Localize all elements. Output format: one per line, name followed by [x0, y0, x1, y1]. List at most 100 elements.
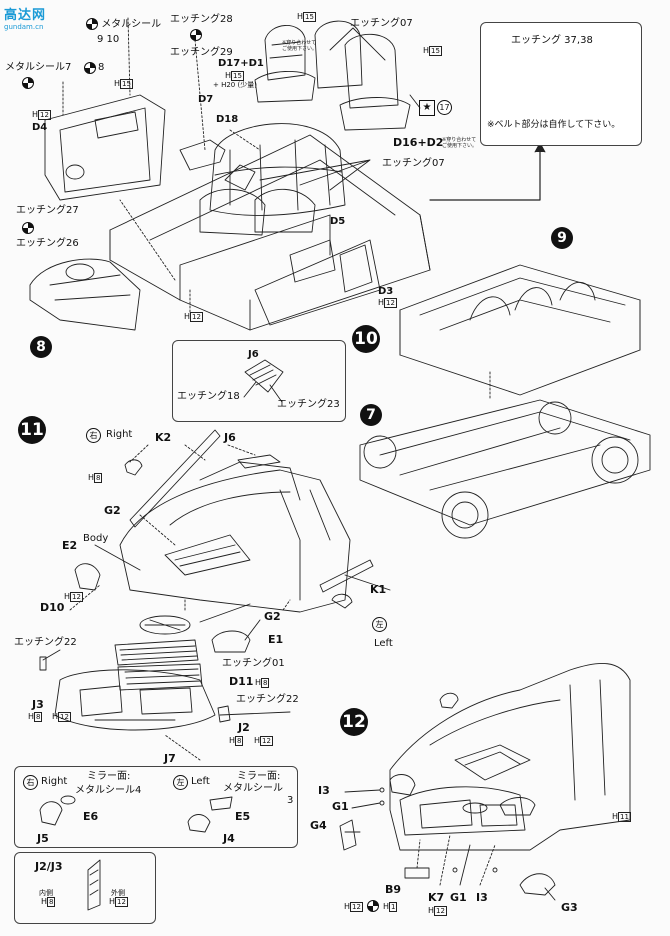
step-11-badge: 11 [18, 416, 46, 444]
watermark-url: gundam.cn [4, 23, 44, 31]
h8-number: 8 [235, 736, 244, 746]
h12-number: 12 [58, 712, 71, 722]
part-g3: G3 [561, 901, 578, 914]
glue-note-2: ※穿り合わせて ご使用下さい。 [442, 137, 478, 149]
etching-27-label: エッチング27 [16, 205, 79, 216]
etching-07-label-b: エッチング07 [382, 158, 445, 169]
glue-note-1: ※穿り合わせて ご使用下さい。 [282, 40, 318, 52]
h12-number: 12 [115, 897, 128, 907]
mirror-face-label-l: ミラー面: [237, 771, 281, 782]
checker-icon [367, 900, 379, 912]
belt-diy-note: ※ベルト部分は自作して下さい。 [487, 120, 621, 130]
star-icon: ★ [419, 100, 435, 116]
checker-icon [22, 222, 34, 234]
part-j2: J2 [238, 721, 250, 734]
step-10-badge: 10 [352, 325, 380, 353]
tub-on-chassis-drawing [359, 264, 651, 539]
belt-inset-panel: エッチング 37,38 ※ベルト部分は自作して下さい。 [480, 22, 642, 146]
etching-01-label: エッチング01 [222, 658, 285, 669]
h15-number: 15 [303, 12, 316, 22]
site-watermark: 高达网 gundam.cn [4, 4, 46, 31]
metal-seal-7-label: メタルシール7 [5, 62, 72, 73]
etching-37-38-label: エッチング 37,38 [511, 35, 593, 46]
part-j7: J7 [164, 752, 176, 765]
part-j6: J6 [224, 431, 236, 444]
step-9-badge: 9 [551, 227, 573, 249]
part-d16-d2: D16+D2 [393, 136, 444, 149]
left-label: Left [191, 776, 210, 787]
part-d3: D3 [378, 286, 394, 297]
step-8-badge: 8 [30, 336, 52, 358]
checker-icon [84, 62, 96, 74]
step-17-ref: 17 [437, 100, 452, 115]
j2-j3-title: J2/J3 [35, 860, 63, 873]
etching-26-label: エッチング26 [16, 238, 79, 249]
part-e2: E2 [62, 539, 78, 552]
h15-number: 15 [429, 46, 442, 56]
h12-number: 12 [190, 312, 203, 322]
mirror-inset-drawing [39, 795, 233, 833]
etching-18-label: エッチング18 [177, 391, 240, 402]
right-label: Right [41, 776, 68, 787]
part-d10: D10 [40, 601, 65, 614]
h8-number: 8 [261, 678, 270, 688]
h15-number: 15 [120, 79, 133, 89]
etching-22-label-a: エッチング22 [14, 637, 77, 648]
outer-side-label: 外側 [111, 889, 125, 897]
h8-number: 8 [34, 712, 43, 722]
metal-seal-9-10-label: メタルシール [86, 18, 161, 31]
h12-number: 12 [70, 592, 83, 602]
checker-icon [190, 29, 202, 41]
part-e5: E5 [235, 810, 251, 823]
part-d18: D18 [216, 114, 239, 125]
etching-28-label: エッチング28 [170, 14, 233, 25]
h20-code: + H20 (少量) [213, 81, 257, 89]
part-e6: E6 [83, 810, 99, 823]
part-k1: K1 [370, 583, 387, 596]
part-e1: E1 [268, 633, 284, 646]
h12-number: 12 [38, 110, 51, 120]
j6-etching-inset: J6 エッチング18 エッチング23 [172, 340, 346, 422]
part-d5: D5 [330, 216, 346, 227]
inner-side-label: 内側 [39, 889, 53, 897]
checker-icon [22, 77, 34, 89]
part-g1-a: G1 [332, 800, 349, 813]
part-i3-b: I3 [476, 891, 488, 904]
finished-front-drawing [339, 663, 631, 901]
right-label: Right [106, 429, 133, 440]
body-label: Body [83, 533, 109, 544]
metal-seal-3-num: 3 [287, 795, 294, 806]
h12-number: 12 [434, 906, 447, 916]
etching-23-label: エッチング23 [277, 399, 340, 410]
metal-seal-8-num: 8 [98, 62, 105, 73]
h12-number: 12 [350, 902, 363, 912]
part-g2-a: G2 [104, 504, 121, 517]
etching-29-label: エッチング29 [170, 47, 233, 58]
left-label: Left [374, 638, 393, 649]
part-i3-a: I3 [318, 784, 330, 797]
metal-seal-text: メタルシール [101, 19, 162, 30]
part-k2: K2 [155, 431, 172, 444]
left-side-icon: 左 [372, 617, 387, 632]
etching-07-label-a: エッチング07 [350, 18, 413, 29]
part-d17-d1: D17+D1 [218, 58, 264, 69]
h12-number: 12 [260, 736, 273, 746]
right-side-icon: 右 [86, 428, 101, 443]
